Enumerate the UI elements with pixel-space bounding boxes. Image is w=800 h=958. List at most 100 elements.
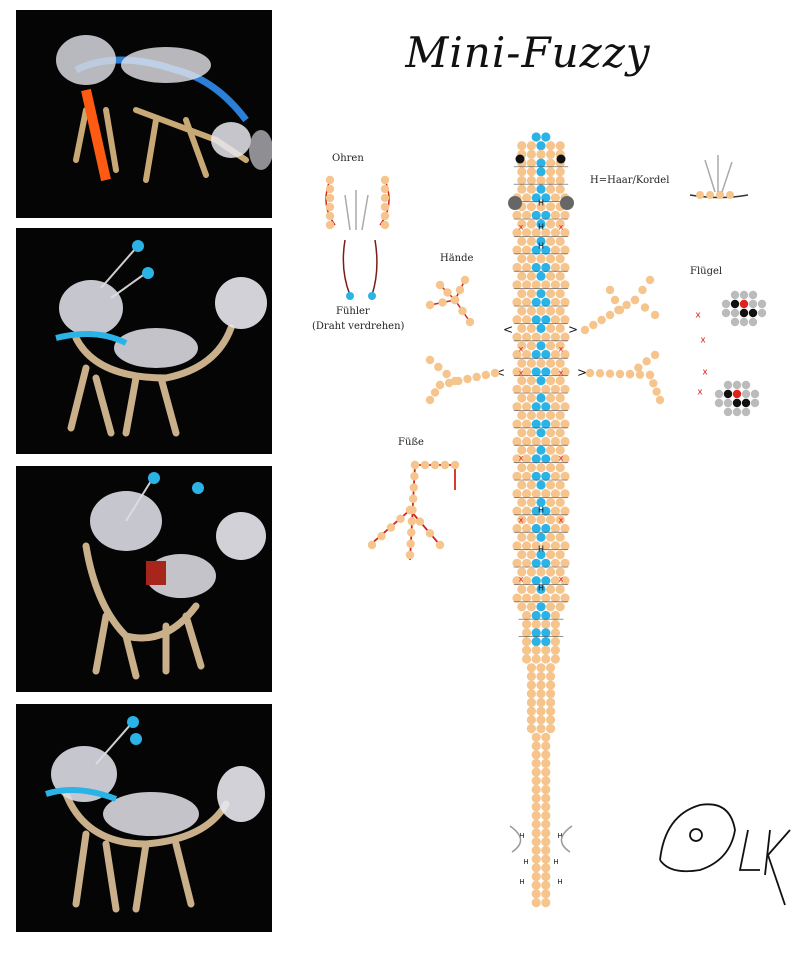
cross-marker: x [519,369,524,378]
bead [536,663,546,673]
bead [531,654,541,664]
bead [531,280,541,290]
bead [560,576,570,586]
bead [546,706,556,716]
bead [546,428,556,438]
bead [546,376,556,386]
bead [512,489,522,499]
bead [517,515,527,525]
arm-right [650,350,660,360]
bead [541,332,551,342]
bead [522,593,532,603]
bead [560,315,570,325]
photo-3 [16,466,272,692]
bead [526,341,537,351]
bead [555,445,565,455]
bead [531,741,541,751]
foot-beads [435,540,445,550]
bead [517,184,527,194]
bead [531,845,541,856]
bead [555,410,565,420]
bead [531,193,541,203]
cross-marker: x [519,454,524,463]
bead [531,489,541,499]
hair-marker: H [557,878,562,886]
bead [526,680,537,690]
arm-left [430,388,440,397]
wing-bead [739,308,749,318]
bead [517,254,527,264]
arm-left [425,395,435,405]
hair-marker: H [523,858,528,866]
arrow-right-marker: > [568,323,578,337]
bead [536,697,546,708]
bead [517,463,527,473]
bead [560,297,570,307]
wing-bead [730,317,740,327]
bead [541,871,551,882]
bead [541,262,551,273]
foot-beads [405,550,415,560]
cross-marker: x [697,388,703,398]
photo-2 [16,228,272,454]
bead [541,880,551,890]
cross-marker: x [695,311,701,321]
bead [560,593,570,603]
foot-beads [408,494,418,503]
wing-bead [730,290,740,300]
bead [531,802,541,812]
bead [522,454,532,464]
bead [512,262,522,273]
bead [546,358,556,368]
hand-left [425,300,435,310]
arm-right [642,357,651,366]
wing-bead [748,308,758,318]
bead [531,628,541,638]
bead [522,384,532,394]
wing-bead [732,380,742,390]
bead [512,558,522,568]
bead [517,480,527,490]
bead [541,541,551,551]
bead [512,454,522,464]
bead [555,184,565,194]
bead [550,262,561,273]
bead [541,523,551,534]
bead [536,376,546,386]
bead [541,732,551,742]
bead [517,602,527,612]
bead [531,898,541,908]
bead [536,428,546,438]
bead [541,828,551,838]
cord-bead [696,191,704,199]
bead [526,663,537,673]
bead [512,332,522,342]
bead [546,175,556,186]
bead [550,367,561,377]
bead [541,419,551,429]
hand-left [465,317,475,327]
bead [541,228,551,238]
bead [555,497,565,507]
label-ohren: Ohren [332,153,364,164]
bead [555,428,565,438]
bead [512,593,522,603]
bead [512,402,522,412]
bead [531,436,541,447]
wing-bead [741,380,751,390]
bead [546,602,556,612]
bead [555,271,565,281]
bead [531,228,541,238]
bead [526,271,537,281]
cross-marker: x [519,345,524,354]
ear-beads [380,184,390,194]
bead [526,515,537,525]
bead [531,402,541,412]
bead [526,236,537,246]
photo-4 [16,704,272,932]
bead [531,541,541,551]
bead [555,463,565,473]
cross-marker: x [559,516,564,525]
cross-marker: x [559,369,564,378]
bead [522,262,532,273]
